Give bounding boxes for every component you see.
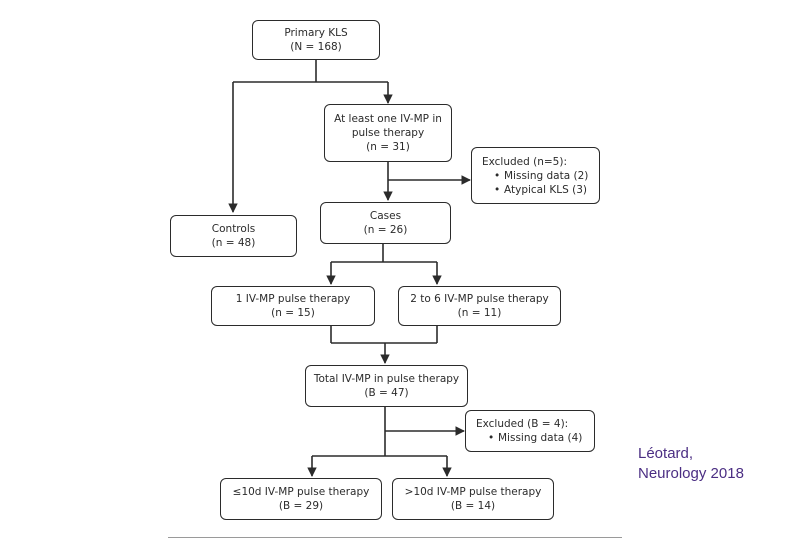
excluded-2-item: Missing data (4) [488,431,582,445]
excluded-2-list: Missing data (4) [476,431,582,445]
excluded-1-title: Excluded (n=5): [482,155,567,168]
controls-count: (n = 48) [211,237,256,249]
total-count: (B = 47) [364,387,409,399]
citation: Léotard, Neurology 2018 [638,444,744,484]
excluded-2-title: Excluded (B = 4): [476,418,569,430]
le10-count: (B = 29) [278,500,324,512]
total-title: Total IV-MP in pulse therapy [313,373,460,385]
primary-count: (N = 168) [290,41,342,53]
two-to-six-title: 2 to 6 IV-MP pulse therapy [410,293,549,305]
box-primary-kls: Primary KLS (N = 168) [252,20,380,60]
box-controls: Controls (n = 48) [170,215,297,257]
box-cases: Cases (n = 26) [320,202,451,244]
cases-title: Cases [369,210,402,222]
box-excluded-2: Excluded (B = 4): Missing data (4) [465,410,595,452]
box-excluded-1: Excluded (n=5): Missing data (2) Atypica… [471,147,600,204]
bottom-divider [168,537,622,538]
box-le10d: ≤10d IV-MP pulse therapy (B = 29) [220,478,382,520]
box-total-ivmp: Total IV-MP in pulse therapy (B = 47) [305,365,468,407]
at-least-one-line2: pulse therapy [351,127,425,139]
at-least-one-line1: At least one IV-MP in [334,113,442,125]
box-gt10d: >10d IV-MP pulse therapy (B = 14) [392,478,554,520]
excluded-1-item: Missing data (2) [494,169,588,183]
le10-title: ≤10d IV-MP pulse therapy [232,486,370,498]
excluded-1-list: Missing data (2) Atypical KLS (3) [482,169,588,197]
gt10-count: (B = 14) [450,500,496,512]
one-ivmp-title: 1 IV-MP pulse therapy [235,293,351,305]
excluded-1-item: Atypical KLS (3) [494,183,588,197]
box-at-least-one: At least one IV-MP in pulse therapy (n =… [324,104,452,162]
citation-journal: Neurology 2018 [638,465,744,482]
controls-title: Controls [211,223,256,235]
two-to-six-count: (n = 11) [457,307,502,319]
box-two-to-six: 2 to 6 IV-MP pulse therapy (n = 11) [398,286,561,326]
citation-author: Léotard, [638,445,694,462]
box-one-ivmp: 1 IV-MP pulse therapy (n = 15) [211,286,375,326]
one-ivmp-count: (n = 15) [271,307,315,319]
cases-count: (n = 26) [363,224,408,236]
at-least-one-count: (n = 31) [366,141,410,153]
gt10-title: >10d IV-MP pulse therapy [404,486,542,498]
primary-title: Primary KLS [284,27,348,39]
